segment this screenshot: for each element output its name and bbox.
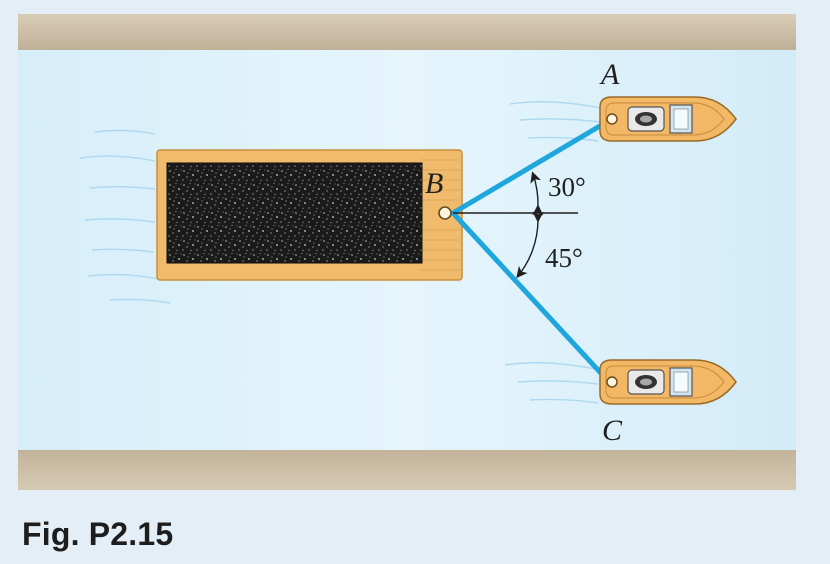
- barge: [156, 149, 463, 281]
- angle-arc-45: [516, 211, 544, 279]
- rope-ab: [450, 117, 613, 216]
- figure-caption: Fig. P2.15: [22, 516, 174, 552]
- label-c: C: [602, 414, 623, 447]
- top-bank: [18, 14, 796, 50]
- angle-label-30: 30°: [548, 172, 586, 202]
- tugboat-a: [599, 96, 737, 142]
- angle-label-45: 45°: [545, 243, 583, 273]
- tugboat-c: [599, 359, 737, 405]
- hitch-point-b: [438, 206, 452, 220]
- label-a: A: [599, 58, 620, 91]
- bottom-bank: [18, 450, 796, 490]
- label-b: B: [425, 167, 443, 200]
- rope-bc: [450, 210, 613, 386]
- angle-arc-30: [530, 171, 544, 216]
- wake-lines: [79, 101, 601, 404]
- figure-diagram: A B C 30° 45°: [18, 14, 796, 490]
- cargo-coal: [166, 162, 423, 264]
